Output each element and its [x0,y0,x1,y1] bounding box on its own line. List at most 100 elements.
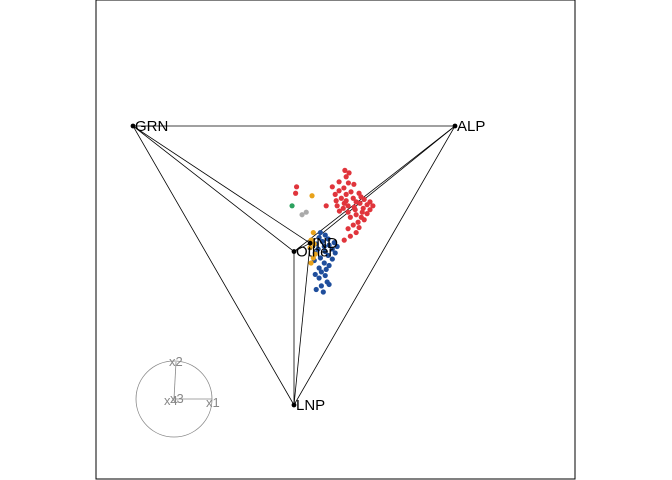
point-s1-7 [326,242,332,248]
point-s3-0 [289,203,295,209]
point-s2-3 [311,241,317,247]
point-s1-0 [317,229,324,236]
point-s1-12 [322,248,328,255]
vertex-lnp [291,402,297,408]
point-s0-48 [332,191,338,197]
edge-3 [132,125,311,244]
point-s0-10 [343,191,349,197]
point-s4-1 [299,212,305,218]
point-s1-30 [320,289,326,295]
point-s0-39 [350,222,356,228]
point-s2-4 [307,245,313,251]
point-s1-1 [322,232,328,238]
point-s2-5 [312,251,318,257]
point-s0-30 [336,208,343,214]
vertex-alp [452,123,458,129]
point-s0-41 [345,226,351,232]
point-s1-26 [316,275,322,281]
point-s0-42 [353,229,359,236]
point-s0-21 [364,202,370,208]
axis-label-x2: x2 [169,354,183,369]
point-s2-1 [310,229,316,236]
point-s1-5 [331,240,337,246]
point-s1-24 [312,271,318,278]
edge-9 [293,242,311,252]
point-s0-45 [293,184,300,190]
point-s0-2 [343,174,349,180]
point-s1-20 [326,262,332,269]
point-s0-23 [334,203,340,209]
point-s2-7 [308,260,314,266]
point-s1-11 [329,246,335,252]
point-s0-26 [360,205,366,211]
vertex-label-lnp: LNP [296,397,325,414]
vertex-grn [130,123,136,129]
point-s0-27 [340,205,346,211]
point-s1-2 [316,235,322,241]
point-s1-23 [318,269,324,275]
point-s1-22 [323,266,329,273]
point-s1-3 [325,236,331,242]
point-s0-31 [359,209,365,215]
point-s0-3 [336,179,342,185]
vertex-other [291,249,297,254]
point-s1-29 [313,286,319,293]
edge-1 [132,125,295,406]
point-s0-13 [350,195,356,201]
vertex-label-alp: ALP [457,118,485,135]
vertex-label-grn: GRN [135,118,168,135]
point-s0-47 [329,184,335,190]
point-s0-40 [356,224,362,231]
point-s0-5 [351,181,357,187]
points-layer [289,167,376,295]
point-s0-6 [341,185,347,191]
point-s0-44 [341,237,347,243]
point-s0-14 [361,196,367,202]
point-s0-37 [361,217,367,223]
axis-label-x1: x1 [206,395,220,410]
point-s0-49 [323,203,329,209]
point-s0-33 [364,211,370,217]
edge-5 [309,125,456,244]
point-s0-8 [348,189,354,195]
point-s1-15 [325,252,331,259]
point-s1-21 [316,265,322,271]
point-s2-0 [309,193,315,199]
point-s1-31 [326,281,332,288]
point-s1-8 [321,243,327,250]
point-s4-0 [303,209,309,215]
point-s1-4 [319,238,325,245]
point-s0-43 [347,233,353,239]
point-s1-17 [329,256,335,262]
point-s0-0 [342,167,348,173]
point-s0-38 [355,219,361,225]
point-s0-24 [345,203,351,209]
point-s1-10 [315,246,321,252]
vertex-ind [307,240,313,246]
plot-frame [95,0,576,480]
point-s2-6 [310,255,316,261]
point-s0-19 [341,200,347,206]
edges-layer [132,125,456,406]
point-s1-14 [332,250,338,256]
point-s1-19 [321,260,327,266]
point-s0-22 [370,203,376,209]
point-s0-12 [338,195,344,201]
axis-label-x3: x3 [170,391,184,406]
point-s1-28 [318,283,324,289]
point-s0-32 [345,209,351,215]
point-s0-34 [353,212,359,218]
edge-4 [132,125,295,252]
point-s1-9 [334,243,340,250]
point-s0-1 [346,170,352,176]
point-s0-20 [357,200,363,206]
edge-2 [293,125,456,406]
point-s0-15 [333,198,339,204]
vertex-label-other: Other [296,244,334,261]
point-s0-29 [352,207,358,213]
point-s0-36 [347,214,353,220]
vertex-label-ind: IND [312,235,338,252]
